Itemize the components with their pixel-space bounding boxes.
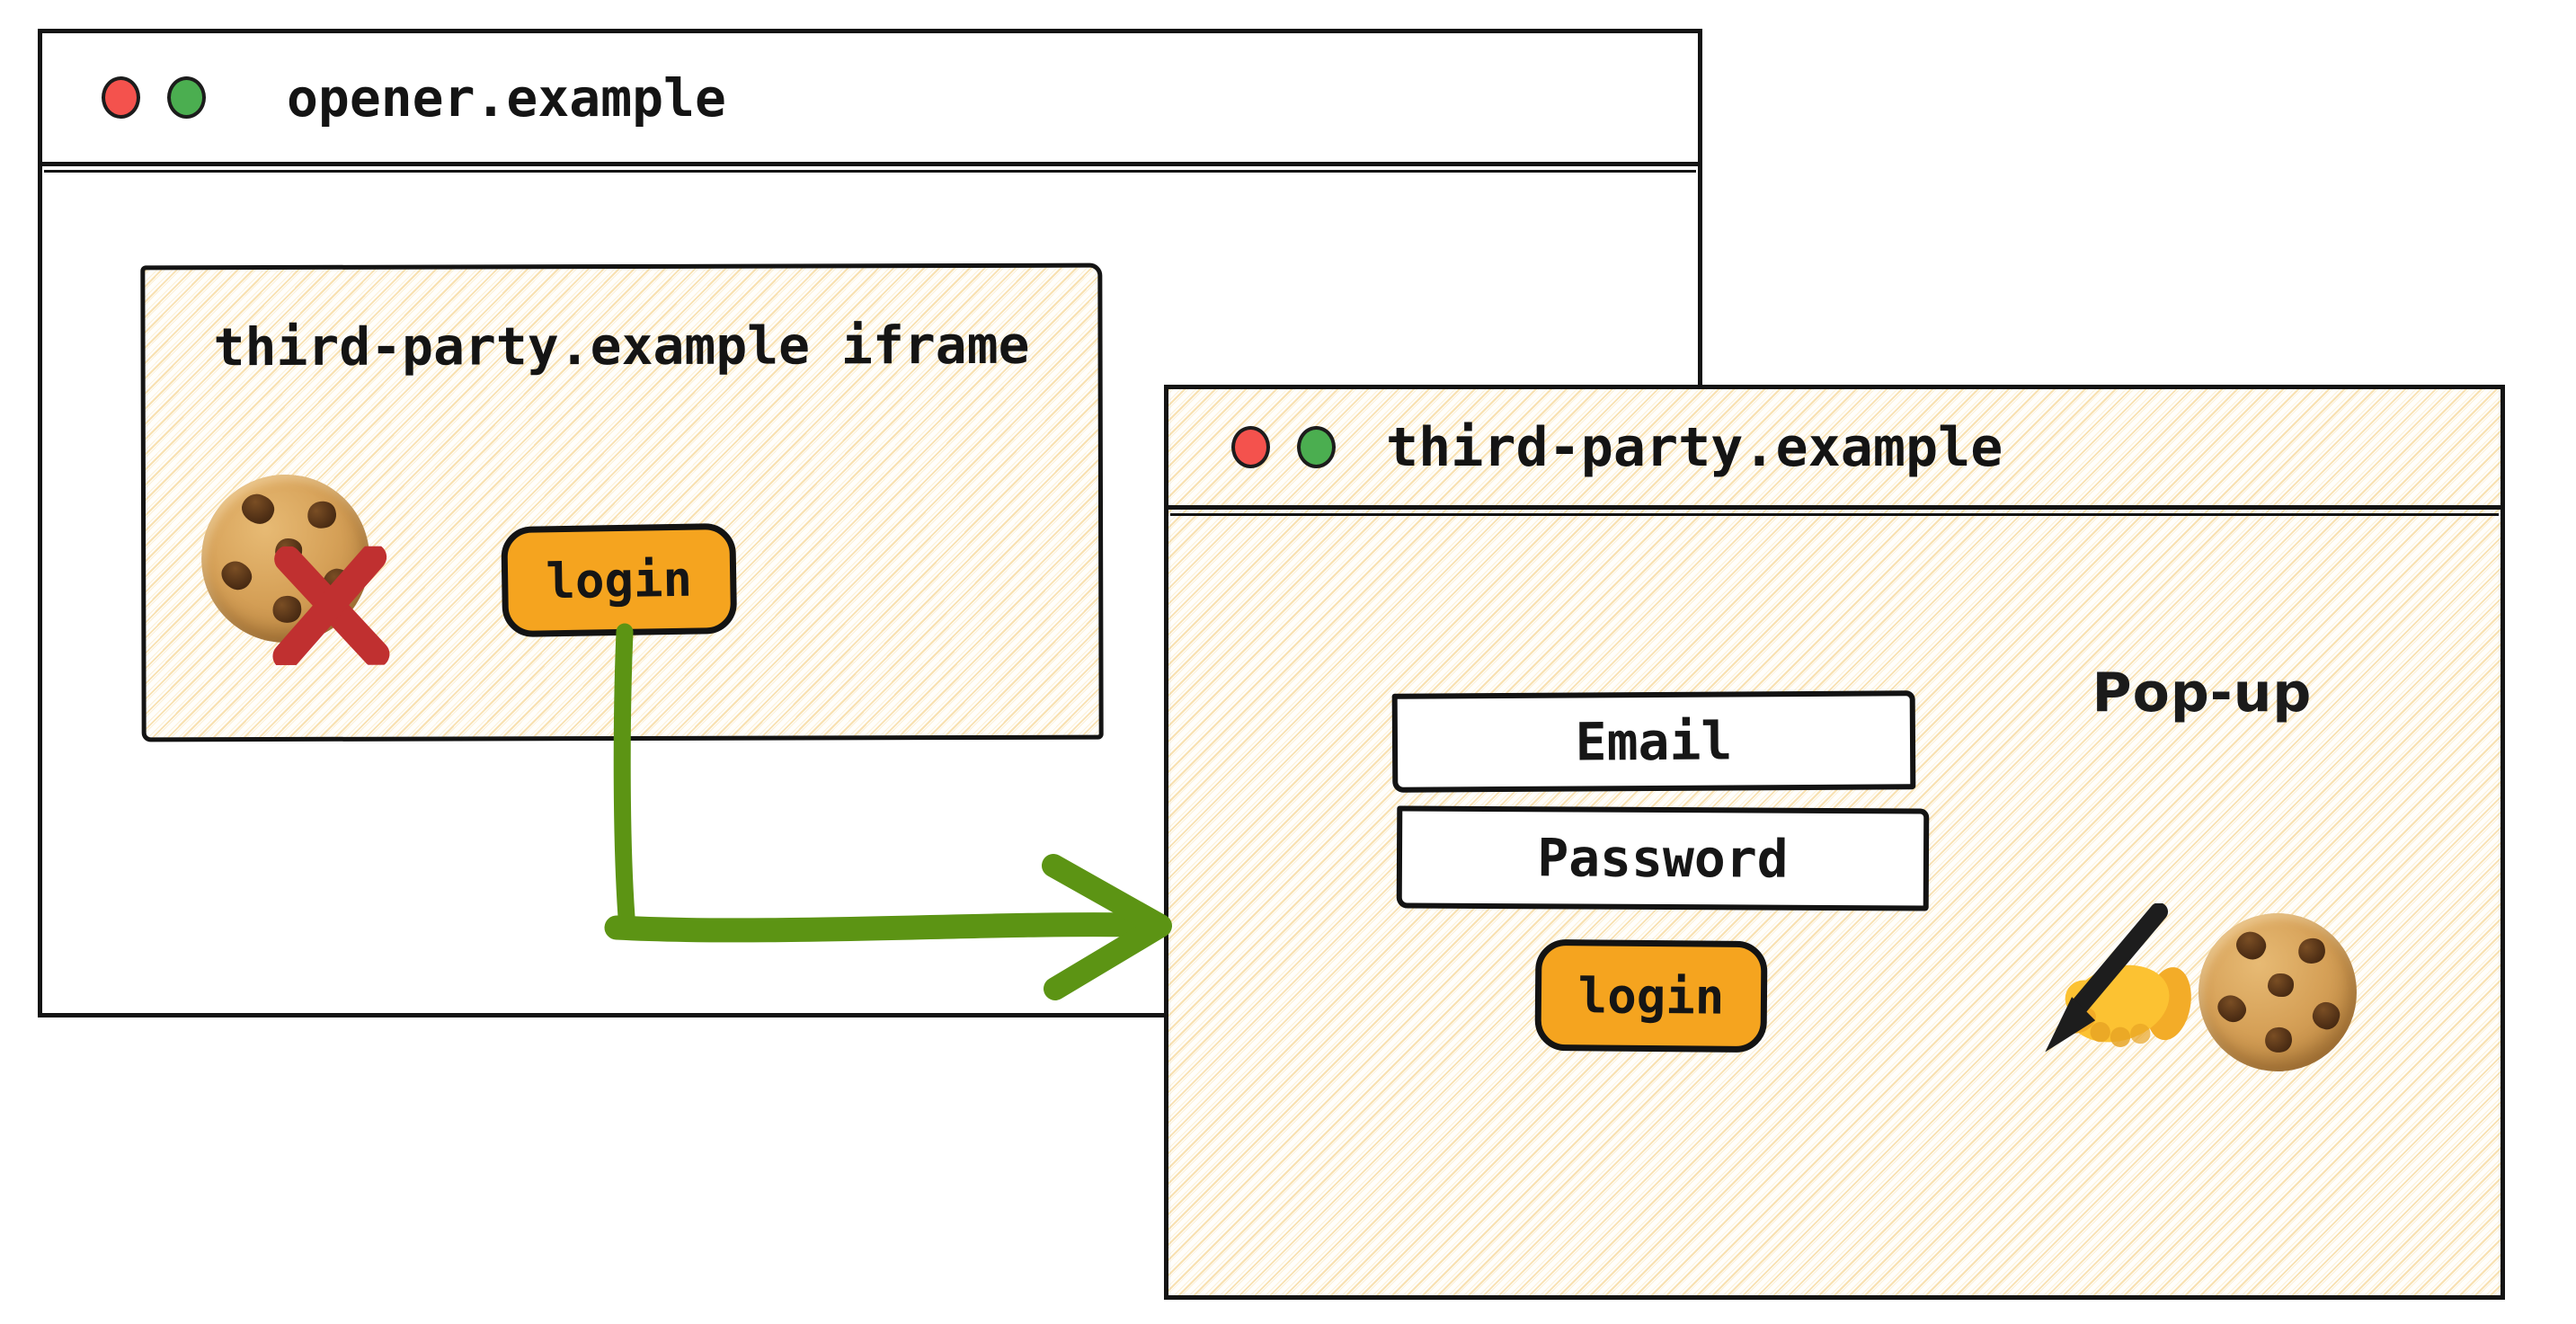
opener-titlebar: opener.example bbox=[42, 33, 1698, 173]
popup-login-button[interactable]: login bbox=[1534, 938, 1768, 1053]
email-input[interactable]: Email bbox=[1391, 690, 1916, 793]
iframe-login-button[interactable]: login bbox=[501, 522, 738, 638]
maximize-window-icon[interactable] bbox=[167, 76, 206, 119]
popup-titlebar: third-party.example bbox=[1168, 389, 2500, 516]
cookie-icon bbox=[2198, 913, 2357, 1071]
close-window-icon[interactable] bbox=[102, 76, 140, 119]
popup-label: Pop-up bbox=[2092, 662, 2313, 724]
opener-window-title: opener.example bbox=[287, 67, 726, 129]
iframe-title: third-party.example iframe bbox=[213, 314, 1030, 378]
close-window-icon[interactable] bbox=[1231, 426, 1270, 468]
password-input[interactable]: Password bbox=[1396, 805, 1930, 911]
third-party-iframe: third-party.example iframe login bbox=[140, 262, 1104, 742]
maximize-window-icon[interactable] bbox=[1297, 426, 1336, 468]
writing-hand-icon bbox=[2045, 903, 2191, 1053]
popup-window-title: third-party.example bbox=[1386, 415, 2003, 479]
blocked-x-icon bbox=[272, 546, 390, 666]
popup-window: third-party.example Email Password login… bbox=[1164, 385, 2505, 1300]
